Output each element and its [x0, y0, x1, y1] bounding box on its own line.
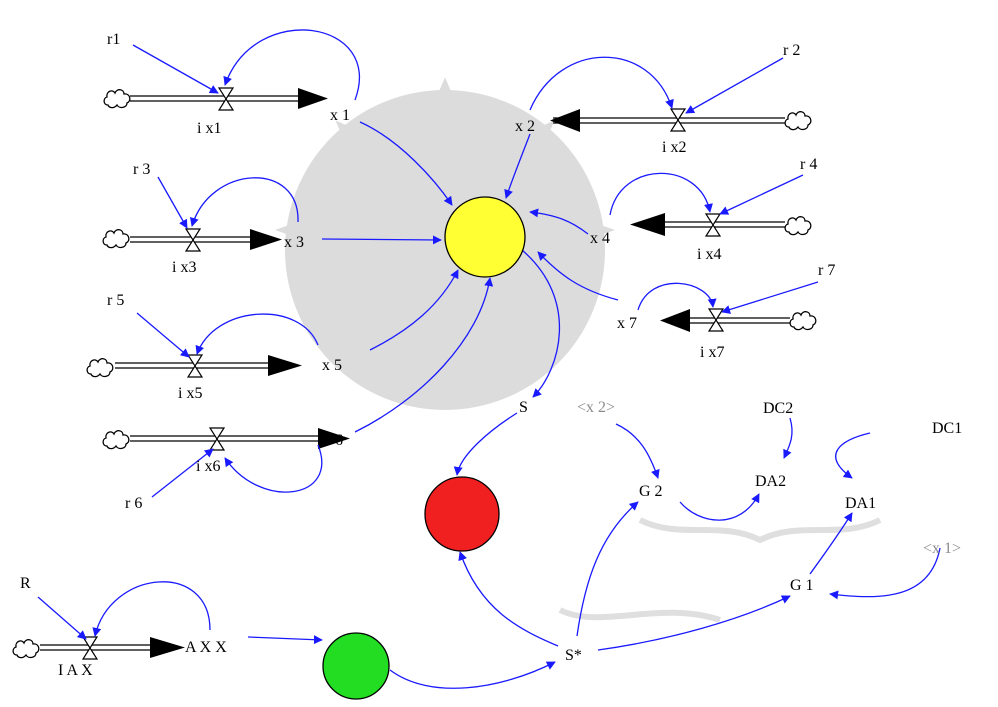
- label-DA1: DA1: [845, 495, 876, 512]
- labels: r1 i x1 x 1 r 2 i x2 x 2 r 3 i x3 x 3 r …: [20, 31, 962, 679]
- causal-links: [37, 29, 941, 689]
- label-x2: x 2: [515, 118, 535, 135]
- label-DA2: DA2: [755, 473, 786, 490]
- label-r4: r 4: [800, 156, 817, 173]
- cloud-icon: [784, 216, 812, 236]
- label-x6: x 6: [323, 432, 343, 449]
- label-G1: G 1: [790, 577, 814, 594]
- label-r3: r 3: [133, 161, 150, 178]
- label-ix6: i x6: [196, 458, 220, 475]
- valve-icon: [670, 108, 686, 132]
- label-x5: x 5: [322, 357, 342, 374]
- label-x2-shadow: <x 2>: [577, 399, 615, 416]
- flow-arrowheads: [150, 88, 690, 658]
- label-DC2: DC2: [763, 400, 793, 417]
- label-R: R: [20, 575, 31, 592]
- label-ix7: i x7: [700, 344, 724, 361]
- label-x1-shadow: <x 1>: [923, 540, 961, 557]
- label-ix3: i x3: [172, 259, 196, 276]
- label-ix4: i x4: [697, 246, 721, 263]
- cloud-icon: [12, 639, 40, 659]
- label-x1: x 1: [330, 107, 350, 124]
- label-r7: r 7: [818, 262, 835, 279]
- label-ix1: i x1: [197, 120, 221, 137]
- valve-icon: [209, 427, 225, 451]
- label-ix2: i x2: [662, 139, 686, 156]
- label-G2: G 2: [639, 483, 663, 500]
- cloud-icon: [102, 430, 130, 450]
- label-DC1: DC1: [932, 420, 962, 437]
- cloud-icon: [103, 89, 131, 109]
- yellow-node: [444, 196, 526, 278]
- label-AXX: A X X: [185, 639, 227, 656]
- label-IAX: I A X: [58, 662, 93, 679]
- label-r6: r 6: [125, 495, 142, 512]
- valve-icon: [185, 228, 201, 252]
- label-r2: r 2: [783, 42, 800, 59]
- label-S: S: [519, 399, 528, 416]
- valve-icon: [708, 308, 724, 332]
- label-Sstar: S*: [565, 647, 582, 664]
- label-ix5: i x5: [178, 385, 202, 402]
- valve-icon: [187, 354, 203, 378]
- cloud-icon: [86, 358, 114, 378]
- label-x3: x 3: [284, 234, 304, 251]
- valve-icon: [82, 636, 98, 660]
- green-node: [322, 632, 390, 700]
- valve-icon: [705, 213, 721, 237]
- watermark-logo: [274, 77, 882, 623]
- cloud-icon: [784, 111, 812, 131]
- cloud-icon: [789, 311, 817, 331]
- cloud-icon: [102, 229, 130, 249]
- label-r1: r1: [107, 31, 120, 48]
- label-x7: x 7: [617, 315, 637, 332]
- label-r5: r 5: [107, 292, 124, 309]
- valve-icon: [218, 87, 234, 111]
- red-node: [424, 476, 500, 552]
- label-x4: x 4: [590, 230, 610, 247]
